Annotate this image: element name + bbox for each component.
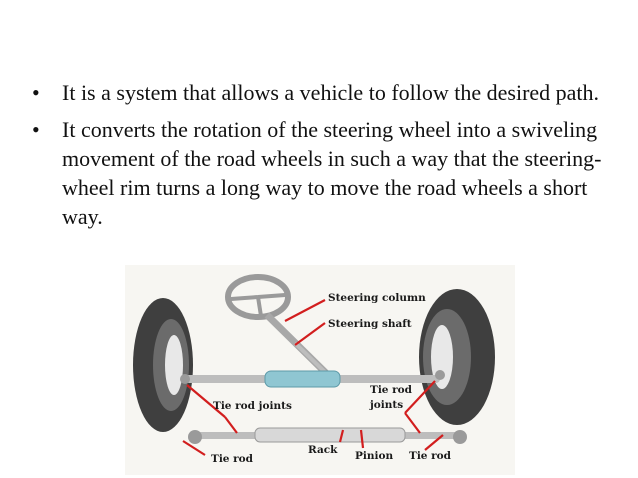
label-rack: Rack	[308, 444, 338, 456]
bullet-marker: •	[32, 117, 40, 142]
steering-wheel	[225, 274, 291, 320]
bullet-item: • It converts the rotation of the steeri…	[28, 115, 628, 231]
bullet-text: It is a system that allows a vehicle to …	[62, 80, 600, 105]
label-tie-rod-joints-right-line2: joints	[369, 399, 403, 411]
label-pinion: Pinion	[355, 450, 394, 462]
label-tie-rod-right: Tie rod	[409, 450, 452, 462]
upper-rack	[180, 370, 445, 388]
bullet-text: It converts the rotation of the steering…	[62, 117, 602, 229]
bullet-item: • It is a system that allows a vehicle t…	[28, 78, 628, 107]
label-steering-column: Steering column	[328, 292, 426, 304]
left-tire	[133, 298, 193, 432]
steering-system-diagram: Steering column Steering shaft Tie rod j…	[125, 265, 515, 475]
label-tie-rod-joints-right-line1: Tie rod	[370, 384, 413, 396]
bullet-marker: •	[32, 80, 40, 105]
label-steering-shaft: Steering shaft	[328, 318, 412, 330]
label-tie-rod-left: Tie rod	[211, 453, 254, 465]
bullet-list: • It is a system that allows a vehicle t…	[28, 78, 628, 239]
right-tire	[419, 289, 495, 425]
lower-rack	[188, 427, 467, 444]
leader-lines	[182, 299, 444, 456]
label-tie-rod-joints-left: Tie rod joints	[213, 400, 292, 412]
